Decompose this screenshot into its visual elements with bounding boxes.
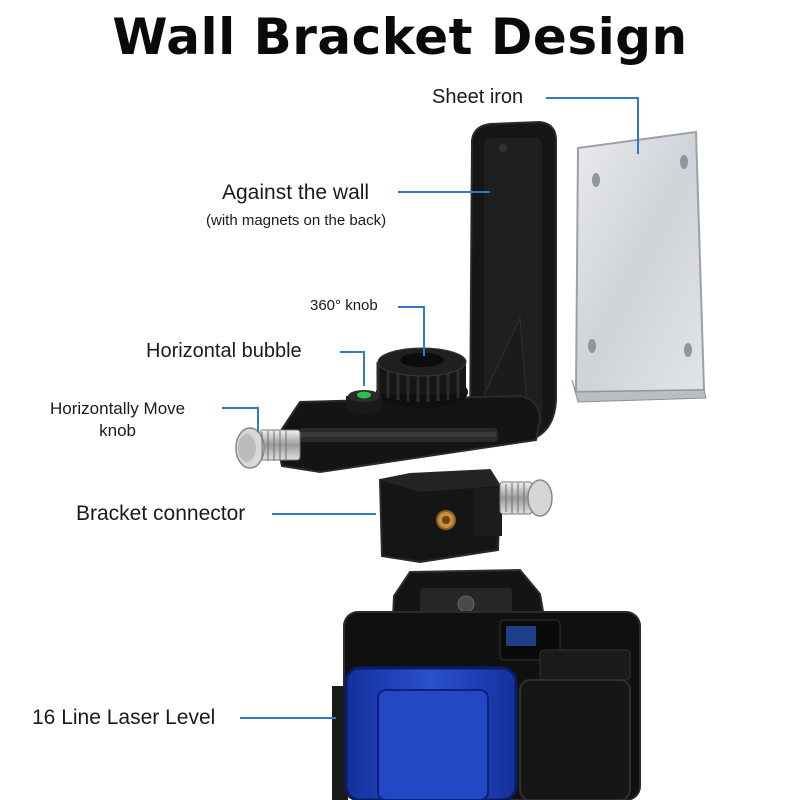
laser-level	[332, 568, 641, 800]
move-knob	[235, 427, 301, 469]
leader-lines	[222, 97, 639, 719]
leader-sheet-iron	[546, 97, 639, 154]
label-bracket-connector: Bracket connector	[76, 502, 246, 525]
label-against-wall: Against the wall	[222, 181, 370, 204]
bracket-connector	[378, 468, 553, 564]
leader-move-knob	[222, 407, 259, 432]
label-horizontal-move-knob: Horizontally Move knob	[50, 398, 185, 442]
label-horizontal-move-line1: Horizontally Move	[50, 399, 186, 418]
label-360-knob: 360° knob	[310, 297, 378, 314]
sheet-iron-plate	[571, 130, 707, 403]
label-sheet-iron: Sheet iron	[432, 86, 524, 108]
wall-bracket	[274, 120, 557, 474]
label-horizontal-bubble: Horizontal bubble	[146, 340, 302, 362]
page-title: Wall Bracket Design	[112, 8, 688, 66]
leader-knob-360	[398, 306, 425, 356]
leader-horizontal-bubble	[340, 351, 365, 386]
label-laser-level: 16 Line Laser Level	[32, 706, 216, 729]
label-horizontal-move-line2: knob	[99, 421, 136, 440]
label-against-wall-note: (with magnets on the back)	[206, 212, 387, 229]
